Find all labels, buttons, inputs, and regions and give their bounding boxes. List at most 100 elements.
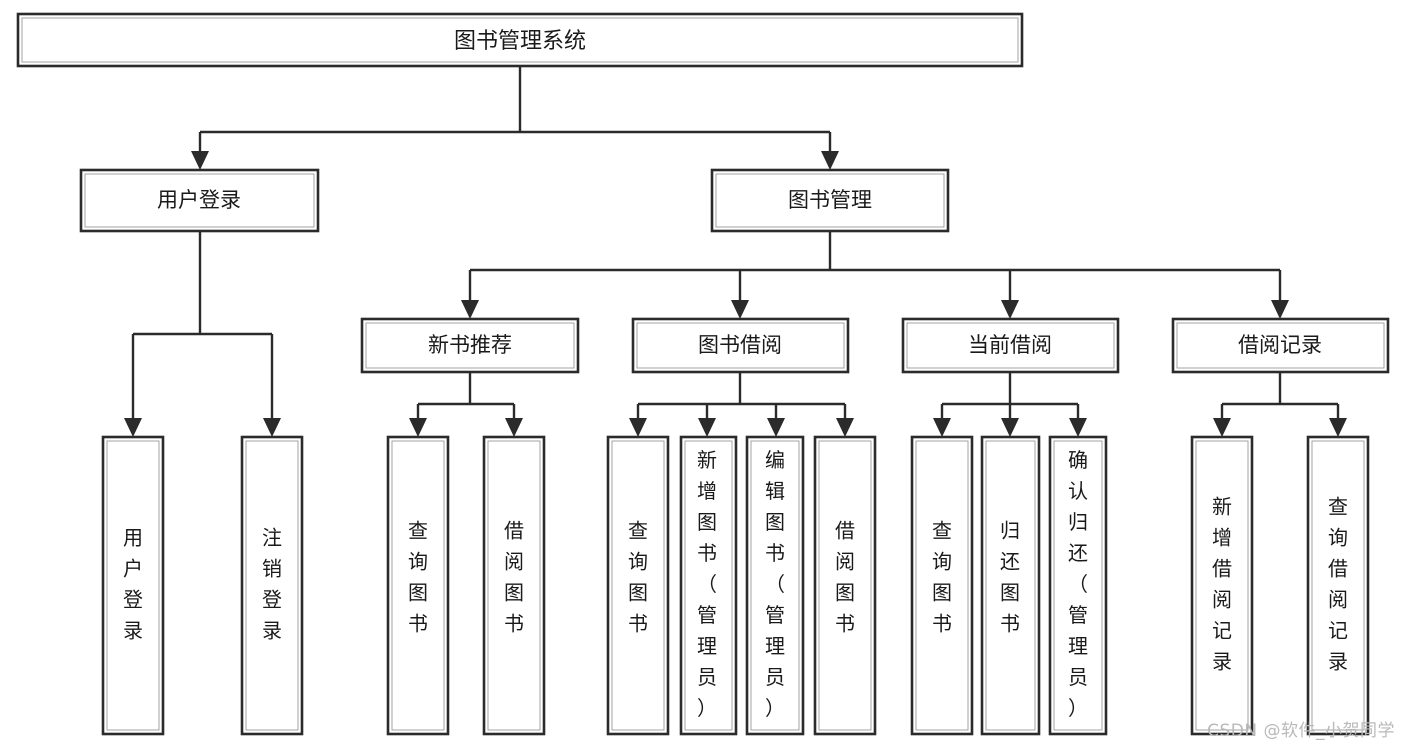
leaf-confirm-return-rect[interactable] — [1048, 435, 1108, 736]
arrow-bm-to-borrow-record — [1271, 300, 1289, 319]
leaf-edit-book-label: 编辑图书（管理员） — [765, 448, 785, 720]
node-book-borrow-rect-inner — [636, 322, 845, 369]
arrow-root-to-book-manage — [821, 151, 839, 170]
leaf-query-borrow-record-rect-inner — [1311, 440, 1365, 731]
leaf-borrow-book-2-rect-inner — [818, 440, 872, 731]
leaf-edit-book-rect-inner — [750, 440, 800, 731]
leaf-add-borrow-record-rect[interactable] — [1190, 435, 1254, 736]
leaf-query-book-1-rect[interactable] — [386, 435, 450, 736]
node-current-borrow[interactable]: 当前借阅 — [901, 317, 1120, 374]
node-book-borrow[interactable]: 图书借阅 — [631, 317, 850, 374]
leaf-borrow-book-2-label: 借阅图书 — [835, 518, 855, 635]
leaf-query-book-2-rect-inner — [611, 440, 665, 731]
leaf-user-login-label: 用户登录 — [123, 525, 143, 642]
leaf-node-query-book-3[interactable]: 查询图书 — [910, 435, 974, 736]
leaf-node-return-book[interactable]: 归还图书 — [980, 435, 1041, 736]
node-root-rect[interactable] — [16, 12, 1024, 68]
leaf-return-book-rect[interactable] — [980, 435, 1041, 736]
leaf-query-book-1-label: 查询图书 — [408, 518, 428, 635]
arrow-nbr-leaf-2 — [505, 418, 523, 437]
connector-group-borrow-record — [1213, 372, 1347, 437]
connector-group-current-borrow — [933, 372, 1087, 437]
arrow-bb-leaf-3 — [767, 418, 785, 437]
leaf-node-user-login[interactable]: 用户登录 — [101, 435, 165, 736]
leaf-node-query-borrow-record[interactable]: 查询借阅记录 — [1306, 435, 1370, 736]
node-user-login-label: 用户登录 — [157, 188, 241, 212]
arrow-cb-leaf-3 — [1069, 418, 1087, 437]
node-user-login-rect[interactable] — [79, 168, 320, 233]
node-new-book-rec-rect-inner — [365, 322, 575, 369]
leaf-borrow-book-1-label: 借阅图书 — [504, 518, 524, 635]
node-new-book-rec[interactable]: 新书推荐 — [360, 317, 580, 374]
leaf-add-book-label: 新增图书（管理员） — [697, 448, 717, 720]
arrow-bm-to-new-book-rec — [461, 300, 479, 319]
arrow-bb-leaf-1 — [629, 418, 647, 437]
node-root[interactable]: 图书管理系统 — [16, 12, 1024, 68]
leaf-node-add-book[interactable]: 新增图书（管理员） — [679, 435, 738, 736]
node-book-borrow-label: 图书借阅 — [698, 333, 782, 357]
leaf-query-book-3-rect[interactable] — [910, 435, 974, 736]
leaf-query-book-1-rect-inner — [391, 440, 445, 731]
node-user-login[interactable]: 用户登录 — [79, 168, 320, 233]
leaf-add-book-rect[interactable] — [679, 435, 738, 736]
arrow-bm-to-book-borrow — [731, 300, 749, 319]
node-book-manage-rect-inner — [715, 173, 945, 228]
node-book-manage-rect[interactable] — [710, 168, 950, 233]
leaf-node-borrow-book-2[interactable]: 借阅图书 — [813, 435, 877, 736]
leaf-logout-rect[interactable] — [240, 435, 304, 736]
arrow-cb-leaf-1 — [933, 418, 951, 437]
leaf-node-edit-book[interactable]: 编辑图书（管理员） — [745, 435, 805, 736]
connector-group-root — [191, 66, 839, 170]
leaf-node-query-book-2[interactable]: 查询图书 — [606, 435, 670, 736]
arrow-cb-leaf-2 — [1001, 418, 1019, 437]
leaf-confirm-return-rect-inner — [1053, 440, 1103, 731]
connector-group-book-manage — [461, 231, 1289, 319]
node-book-borrow-rect[interactable] — [631, 317, 850, 374]
leaf-add-borrow-record-rect-inner — [1195, 440, 1249, 731]
node-book-manage[interactable]: 图书管理 — [710, 168, 950, 233]
connector-group-user-login — [124, 231, 281, 437]
node-user-login-rect-inner — [84, 173, 315, 228]
leaf-edit-book-rect[interactable] — [745, 435, 805, 736]
arrow-bm-to-current-borrow — [1001, 300, 1019, 319]
leaf-user-login-rect[interactable] — [101, 435, 165, 736]
node-current-borrow-label: 当前借阅 — [968, 333, 1052, 357]
leaf-query-book-2-label: 查询图书 — [628, 518, 648, 635]
leaf-logout-label: 注销登录 — [262, 525, 282, 642]
arrow-user-login-leaf-2 — [263, 418, 281, 437]
arrow-br-leaf-2 — [1329, 418, 1347, 437]
node-root-label: 图书管理系统 — [454, 29, 586, 54]
node-borrow-record[interactable]: 借阅记录 — [1171, 317, 1390, 374]
leaf-node-add-borrow-record[interactable]: 新增借阅记录 — [1190, 435, 1254, 736]
node-new-book-rec-rect[interactable] — [360, 317, 580, 374]
leaf-node-query-book-1[interactable]: 查询图书 — [386, 435, 450, 736]
leaf-confirm-return-label: 确认归还（管理员） — [1068, 448, 1088, 720]
leaf-node-confirm-return[interactable]: 确认归还（管理员） — [1048, 435, 1108, 736]
leaf-user-login-rect-inner — [106, 440, 160, 731]
node-current-borrow-rect[interactable] — [901, 317, 1120, 374]
arrow-br-leaf-1 — [1213, 418, 1231, 437]
leaf-borrow-book-2-rect[interactable] — [813, 435, 877, 736]
leaf-logout-rect-inner — [245, 440, 299, 731]
leaf-borrow-book-1-rect-inner — [487, 440, 541, 731]
node-borrow-record-rect[interactable] — [1171, 317, 1390, 374]
node-borrow-record-label: 借阅记录 — [1238, 333, 1322, 357]
leaf-borrow-book-1-rect[interactable] — [482, 435, 546, 736]
arrow-nbr-leaf-1 — [409, 418, 427, 437]
leaf-query-book-3-rect-inner — [915, 440, 969, 731]
node-borrow-record-rect-inner — [1176, 322, 1385, 369]
leaf-query-borrow-record-rect[interactable] — [1306, 435, 1370, 736]
leaf-query-book-3-label: 查询图书 — [932, 518, 952, 635]
leaf-add-book-rect-inner — [684, 440, 733, 731]
arrow-user-login-leaf-1 — [124, 418, 142, 437]
node-book-manage-label: 图书管理 — [788, 188, 872, 212]
leaf-return-book-rect-inner — [985, 440, 1036, 731]
leaf-node-borrow-book-1[interactable]: 借阅图书 — [482, 435, 546, 736]
leaf-query-book-2-rect[interactable] — [606, 435, 670, 736]
leaf-add-borrow-record-label: 新增借阅记录 — [1212, 494, 1232, 673]
leaf-node-logout[interactable]: 注销登录 — [240, 435, 304, 736]
connector-group-new-book-rec — [409, 372, 523, 437]
node-root-rect-inner — [21, 17, 1019, 63]
